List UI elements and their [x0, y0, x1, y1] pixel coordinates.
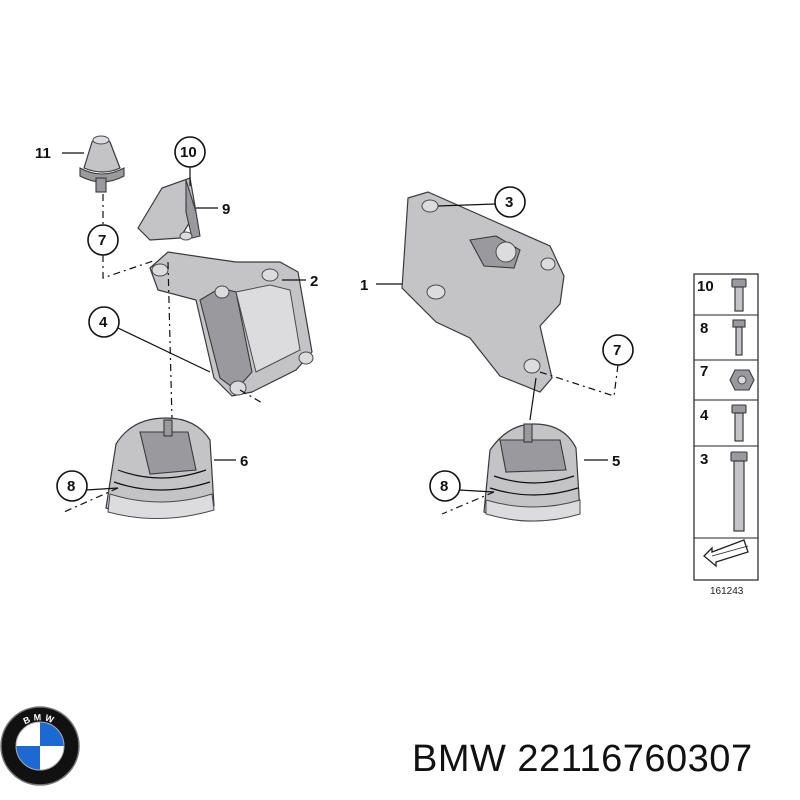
callout-11: 11: [35, 145, 51, 162]
part-2-engine-bracket: [149, 251, 314, 397]
legend-num-4: 4: [700, 407, 709, 424]
bmw-logo: BMW: [0, 706, 80, 786]
part-1-engine-bracket: [401, 191, 565, 393]
dash-8-right: [441, 491, 495, 515]
callout-8-right-circle: [429, 470, 461, 502]
part-9-bracket: [137, 177, 201, 241]
forward-arrow-icon: [703, 539, 749, 568]
callout-3-circle: [494, 186, 526, 218]
bolt-10-icon: [731, 278, 747, 312]
svg-text:BMW: BMW: [22, 712, 58, 726]
dash-bolt-4: [239, 389, 265, 405]
callout-10: 10: [180, 144, 197, 161]
dash-7-bracket: [102, 255, 157, 279]
nut-7-icon: [729, 369, 755, 391]
leader-8-left: [85, 487, 119, 491]
leader-3: [437, 203, 496, 207]
legend-num-8: 8: [700, 320, 708, 337]
callout-7-right: 7: [613, 342, 621, 359]
brand-part-number: BMW 22116760307: [412, 738, 753, 780]
callout-4: 4: [99, 314, 108, 331]
bolt-8-icon: [732, 319, 746, 356]
dash-vertical-left: [167, 261, 173, 421]
bolt-3-icon: [730, 451, 748, 532]
legend-num-3: 3: [700, 451, 708, 468]
leader-8-right: [458, 489, 495, 493]
bolt-4-icon: [731, 404, 747, 442]
callout-5: 5: [612, 453, 620, 470]
part-11-rubber-stop: [79, 135, 125, 193]
callout-8-left: 8: [67, 478, 75, 495]
leader-4: [117, 327, 211, 373]
callout-8-left-circle: [56, 470, 88, 502]
logo-letters: BMW: [22, 712, 55, 726]
legend-code: 161243: [710, 586, 744, 597]
callout-4-circle: [88, 306, 120, 338]
part-6-engine-mount: [105, 417, 215, 520]
part-5-engine-mount: [483, 423, 581, 522]
callout-9: 9: [222, 201, 230, 218]
dash-8-left: [63, 487, 119, 513]
dash-7-right: [539, 364, 619, 397]
callout-10-circle: [174, 136, 206, 168]
leader-stud-5: [529, 377, 537, 421]
callout-6: 6: [240, 453, 248, 470]
legend-num-10: 10: [697, 278, 714, 295]
legend-num-7: 7: [700, 363, 708, 380]
fastener-legend: 10 8 7 4 3: [693, 273, 759, 581]
callout-2: 2: [310, 273, 318, 290]
callout-3: 3: [505, 194, 513, 211]
callout-7-left: 7: [98, 232, 106, 249]
callout-1: 1: [360, 277, 368, 294]
callout-8-right: 8: [440, 478, 448, 495]
